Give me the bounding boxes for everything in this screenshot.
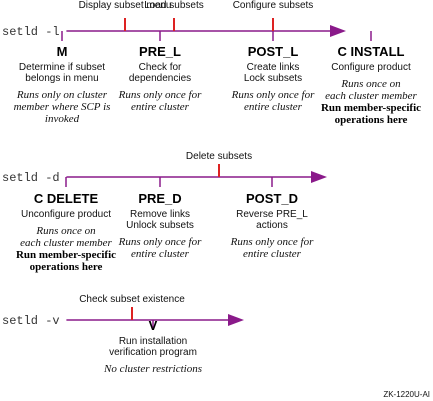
phase-description: Create links bbox=[247, 62, 300, 73]
arrow-head bbox=[311, 171, 327, 183]
phase-description: actions bbox=[256, 220, 288, 231]
phase-emphasis: Run member-specific bbox=[16, 249, 116, 261]
phase-emphasis: operations here bbox=[30, 261, 103, 273]
phase-name: POST_D bbox=[246, 191, 298, 206]
phase-emphasis: Run member-specific bbox=[321, 102, 421, 114]
phase-note: Runs only once for bbox=[118, 236, 203, 248]
timeline-setld-d: setld -d Delete subsets C DELETE Unconfigur… bbox=[2, 151, 327, 273]
phase-name: PRE_L bbox=[139, 44, 181, 59]
phase-name: C INSTALL bbox=[338, 44, 405, 59]
phase-description: belongs in menu bbox=[25, 73, 98, 84]
command-label: setld -d bbox=[2, 171, 60, 185]
phase-name: C DELETE bbox=[34, 191, 99, 206]
phase-name: M bbox=[57, 44, 68, 59]
event-label: Load subsets bbox=[144, 0, 204, 11]
phase-description: Remove links bbox=[130, 209, 190, 220]
phase-note: entire cluster bbox=[244, 101, 303, 113]
command-label: setld -l bbox=[2, 25, 60, 39]
phase-note: entire cluster bbox=[243, 248, 302, 260]
figure-id: ZK-1220U-AI bbox=[383, 390, 430, 399]
phase-description: Unlock subsets bbox=[126, 220, 194, 231]
arrow-head bbox=[330, 25, 346, 37]
event-label: Display subset menu bbox=[79, 0, 172, 11]
event-label: Delete subsets bbox=[186, 151, 252, 162]
phase-description: Unconfigure product bbox=[21, 209, 111, 220]
command-label: setld -v bbox=[2, 314, 60, 328]
phase-description: Check for bbox=[139, 62, 182, 73]
phase-description: verification program bbox=[109, 347, 197, 358]
phase-note: member where SCP is bbox=[14, 101, 111, 113]
phase-name: V bbox=[149, 318, 158, 333]
phase-note: Runs only once for bbox=[230, 236, 315, 248]
phase-description: Reverse PRE_L bbox=[236, 209, 308, 220]
phase-description: dependencies bbox=[129, 73, 191, 84]
phase-note: Runs only once for bbox=[231, 89, 316, 101]
phase-name: PRE_D bbox=[138, 191, 181, 206]
phase-description: Determine if subset bbox=[19, 62, 105, 73]
phase-note: Runs once on bbox=[35, 225, 96, 237]
event-label: Check subset existence bbox=[79, 294, 185, 305]
phase-description: Lock subsets bbox=[244, 73, 302, 84]
phase-note: each cluster member bbox=[325, 90, 417, 102]
phase-description: Configure product bbox=[331, 62, 411, 73]
event-label: Configure subsets bbox=[233, 0, 314, 11]
phase-note: each cluster member bbox=[20, 237, 112, 249]
arrow-head bbox=[228, 314, 244, 326]
phase-name: POST_L bbox=[248, 44, 299, 59]
phase-note: Runs only once for bbox=[118, 89, 203, 101]
phase-note: Runs once on bbox=[340, 78, 401, 90]
phase-note: entire cluster bbox=[131, 101, 190, 113]
phase-note: entire cluster bbox=[131, 248, 190, 260]
phase-note: No cluster restrictions bbox=[103, 363, 202, 375]
phase-note: Runs only on cluster bbox=[16, 89, 108, 101]
phase-emphasis: operations here bbox=[335, 114, 408, 126]
phase-description: Run installation bbox=[119, 336, 187, 347]
phase-note: invoked bbox=[45, 113, 80, 125]
